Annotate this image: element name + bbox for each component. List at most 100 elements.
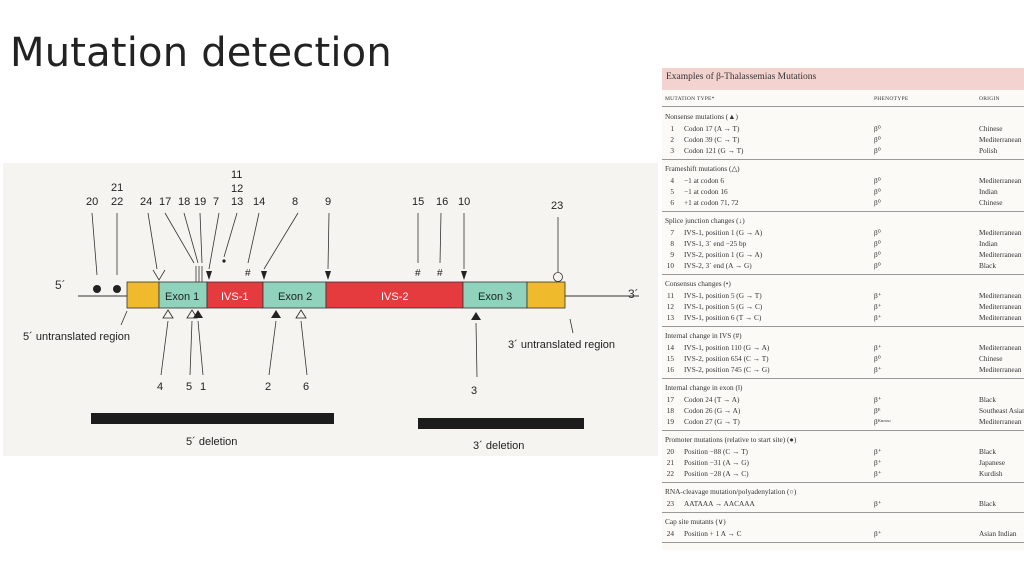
- row-phenotype: β⁰: [874, 250, 881, 259]
- utr5-label: 5´ untranslated region: [23, 331, 130, 343]
- table-section-heading: Nonsense mutations (▲): [665, 112, 738, 121]
- mutation-number: 20: [86, 196, 98, 208]
- row-origin: Mediterranean: [979, 228, 1022, 237]
- promoter-mutation-dot: [113, 285, 121, 293]
- row-mutation: IVS-1, position 5 (G → C): [684, 302, 763, 311]
- row-mutation: IVS-1, 3´ end −25 bp: [684, 239, 747, 248]
- row-number: 11: [666, 291, 674, 300]
- nonsense-triangle-icon: [271, 310, 281, 318]
- row-mutation: −1 at codon 6: [684, 176, 724, 185]
- row-origin: Southeast Asian: [979, 406, 1024, 415]
- row-phenotype: β⁺: [874, 313, 882, 322]
- splice-arrow-icon: [325, 271, 331, 280]
- row-mutation: +1 at codon 71, 72: [684, 198, 739, 207]
- row-phenotype: β⁺: [874, 499, 882, 508]
- utr5-box: [126, 281, 160, 309]
- row-origin: Mediterranean: [979, 250, 1022, 259]
- table-section-heading: Splice junction changes (↓): [665, 216, 745, 225]
- row-mutation: Codon 39 (C → T): [684, 135, 740, 144]
- five-prime-label: 5´: [55, 278, 66, 292]
- row-number: 22: [666, 469, 674, 478]
- row-mutation: Codon 26 (G → A): [684, 406, 741, 415]
- row-phenotype: β⁰: [874, 135, 881, 144]
- pointer-line: [120, 310, 128, 326]
- table-section-heading: Frameshift mutations (△): [665, 164, 740, 173]
- table-rule: [662, 326, 1024, 327]
- table-section-heading: Cap site mutants (∨): [665, 517, 726, 526]
- row-mutation: Codon 24 (T → A): [684, 395, 740, 404]
- row-phenotype: β⁰: [874, 176, 881, 185]
- mutation-table: Examples of β-Thalassemias Mutations MUT…: [662, 68, 1024, 550]
- mutation-number: 19: [194, 196, 206, 208]
- mutation-number: 24: [140, 196, 152, 208]
- table-rule: [662, 106, 1024, 107]
- frameshift-triangle-icon: [295, 309, 307, 319]
- row-phenotype: β⁰: [874, 187, 881, 196]
- row-mutation: IVS-1, position 110 (G → A): [684, 343, 770, 352]
- row-number: 16: [666, 365, 674, 374]
- table-rule: [662, 274, 1024, 275]
- row-phenotype: β⁰: [874, 261, 881, 270]
- mutation-number: 15: [412, 196, 424, 208]
- exon2-label: Exon 2: [278, 291, 312, 303]
- row-origin: Mediterranean: [979, 313, 1022, 322]
- pointer-line: [327, 212, 330, 270]
- pointer-line: [263, 212, 299, 270]
- row-phenotype: β⁰: [874, 228, 881, 237]
- table-rule: [662, 482, 1024, 483]
- row-origin: Chinese: [979, 124, 1003, 133]
- nonsense-triangle-icon: [471, 312, 481, 320]
- row-phenotype: β⁰: [874, 124, 881, 133]
- row-number: 12: [666, 302, 674, 311]
- row-number: 23: [666, 499, 674, 508]
- column-header: ORIGIN: [979, 96, 1000, 102]
- mutation-number: 5: [186, 381, 192, 393]
- row-mutation: Codon 17 (A → T): [684, 124, 740, 133]
- row-mutation: Position −88 (C → T): [684, 447, 748, 456]
- mutation-number: 9: [325, 196, 331, 208]
- row-number: 19: [666, 417, 674, 426]
- row-phenotype: β⁺: [874, 395, 882, 404]
- row-phenotype: β⁰: [874, 146, 881, 155]
- table-header-band: Examples of β-Thalassemias Mutations: [662, 68, 1024, 90]
- ivs2-label: IVS-2: [381, 291, 409, 303]
- frameshift-triangle-icon: [162, 309, 174, 319]
- mutation-number: 16: [436, 196, 448, 208]
- three-prime-label: 3´: [628, 287, 639, 301]
- row-mutation: IVS-1, position 1 (G → A): [684, 228, 763, 237]
- row-mutation: AATAAA → AACAAA: [684, 499, 755, 508]
- mutation-number: 1: [200, 381, 206, 393]
- pointer-line: [199, 212, 203, 264]
- row-origin: Black: [979, 395, 997, 404]
- row-mutation: IVS-2, position 1 (G → A): [684, 250, 763, 259]
- row-mutation: Position −31 (A → G): [684, 458, 749, 467]
- row-origin: Mediterranean: [979, 176, 1022, 185]
- splice-arrow-icon: [261, 271, 267, 280]
- slide-title: Mutation detection: [10, 30, 392, 76]
- nonsense-triangle-icon: [193, 310, 203, 318]
- table-rule: [662, 211, 1024, 212]
- frameshift-triangle-icon: [186, 309, 198, 319]
- pointer-line: [183, 212, 199, 264]
- table-rule: [662, 512, 1024, 513]
- pointer-line: [91, 212, 98, 276]
- row-phenotype: βᴱ: [874, 406, 881, 415]
- pointer-line: [147, 212, 158, 270]
- row-origin: Polish: [979, 146, 998, 155]
- row-number: 3: [670, 146, 674, 155]
- deletion-5-bar: [91, 413, 334, 424]
- mutation-number: 3: [471, 385, 477, 397]
- row-mutation: IVS-2, position 654 (C → T): [684, 354, 769, 363]
- exon2-box: [262, 281, 327, 309]
- pointer-line: [247, 212, 260, 264]
- mutation-number: 2: [265, 381, 271, 393]
- row-origin: Mediterranean: [979, 417, 1022, 426]
- table-section-heading: Internal change in exon (‖): [665, 383, 743, 392]
- pointer-line: [475, 322, 478, 378]
- utr3-label: 3´ untranslated region: [508, 339, 615, 351]
- table-section-heading: Consensus changes (•): [665, 279, 731, 288]
- row-number: 20: [666, 447, 674, 456]
- utr3-box: [526, 281, 566, 309]
- row-phenotype: β⁺: [874, 469, 882, 478]
- mutation-number: 4: [157, 381, 163, 393]
